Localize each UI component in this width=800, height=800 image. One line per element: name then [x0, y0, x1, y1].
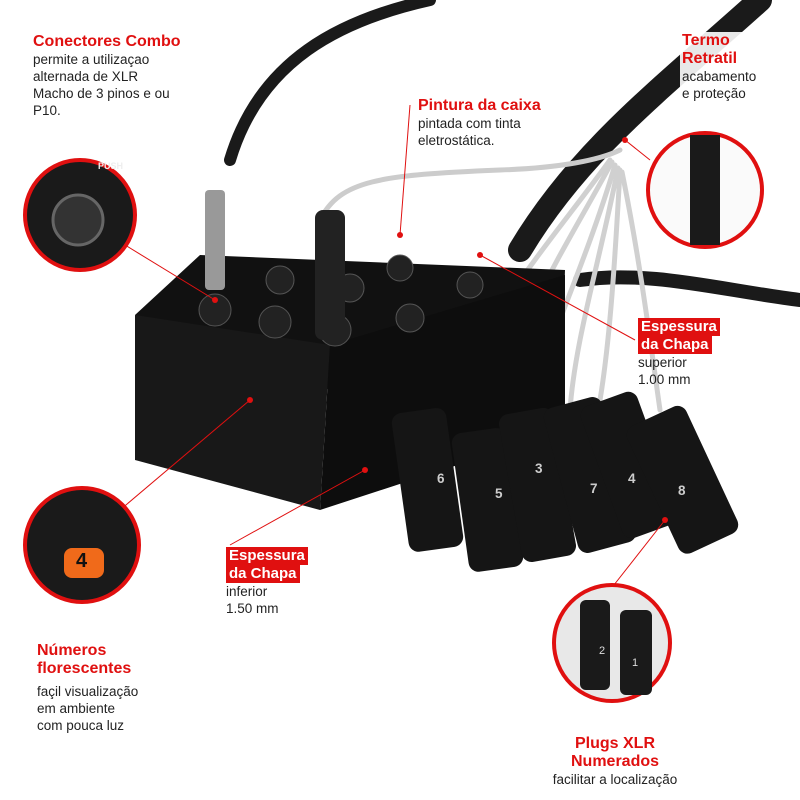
callout-title: Conectores Combo [33, 33, 181, 50]
callout-chapa-inferior: Espessura da Chapa inferior 1.50 mm [226, 547, 308, 617]
callout-text: acabamento [682, 69, 757, 84]
callout-text: em ambiente [37, 701, 116, 716]
callout-text: permite a utilizaçao [33, 52, 150, 67]
xlr-plug [315, 210, 345, 340]
callout-title: Espessura [638, 318, 720, 336]
plug-number: 7 [590, 481, 598, 496]
callout-text: façil visualização [37, 684, 139, 699]
callout-text: com pouca luz [37, 718, 125, 733]
callout-title: Espessura [226, 547, 308, 565]
callout-text: pintada com tinta [418, 116, 521, 131]
callout-text: superior [638, 355, 687, 370]
plug-number: 5 [495, 486, 503, 501]
combo-jack-closeup [51, 193, 105, 247]
callout-text: 1.50 mm [226, 601, 279, 616]
callout-text: Macho de 3 pinos e ou [33, 86, 170, 101]
plug-number: 6 [437, 471, 445, 486]
plug-number: 4 [628, 471, 636, 486]
callout-title: Numerados [570, 753, 660, 770]
callout-chapa-superior: Espessura da Chapa superior 1.00 mm [638, 318, 720, 388]
plug-closeup [620, 610, 652, 695]
cable-black [573, 270, 800, 307]
callout-title: Termo [682, 32, 730, 49]
callout-title: Retratil [682, 50, 738, 67]
callout-text: 1.00 mm [638, 372, 691, 387]
callout-plugs: Plugs XLR Numerados facilitar a localiza… [520, 735, 710, 788]
callout-title: Pintura da caixa [418, 97, 541, 114]
pointer-lines [119, 104, 666, 591]
plug-closeup [580, 600, 610, 690]
callout-text: alternada de XLR [33, 69, 139, 84]
callout-text: inferior [226, 584, 268, 599]
callout-numeros: Números florescentes façil visualização … [37, 642, 138, 734]
callout-title: Plugs XLR [574, 735, 655, 752]
zoom-circle-plugs [552, 583, 672, 703]
xlr-male-plugs [391, 391, 739, 572]
callout-title: da Chapa [638, 336, 712, 354]
heatshrink-closeup [690, 135, 720, 245]
callout-text: e proteção [682, 86, 746, 101]
callout-title: Números [37, 642, 107, 659]
callout-text: eletrostática. [418, 133, 495, 148]
callout-text: facilitar a localização [552, 772, 678, 787]
zoom-circle-number [23, 486, 141, 604]
fluorescent-number-badge [64, 548, 104, 578]
zoom-number: 4 [76, 550, 88, 572]
callout-title: florescentes [37, 660, 132, 677]
zoom-plug-number: 1 [632, 657, 639, 669]
cable-grey [317, 147, 623, 223]
cable-black [224, 0, 436, 166]
callout-title: da Chapa [226, 565, 300, 583]
pointer-dots [212, 137, 668, 523]
callout-termo: Termo Retratil acabamento e proteção [680, 32, 759, 102]
push-label: PUSH [98, 161, 124, 171]
plug-number: 3 [535, 461, 543, 476]
p10-plug [205, 190, 225, 290]
box-side [320, 275, 565, 510]
box-front [135, 315, 330, 510]
plug-number: 8 [678, 483, 686, 498]
zoom-plug-number: 2 [599, 645, 606, 657]
callout-pintura: Pintura da caixa pintada com tinta eletr… [418, 97, 541, 149]
callout-combo: Conectores Combo permite a utilizaçao al… [33, 33, 181, 119]
callout-text: P10. [33, 103, 61, 118]
